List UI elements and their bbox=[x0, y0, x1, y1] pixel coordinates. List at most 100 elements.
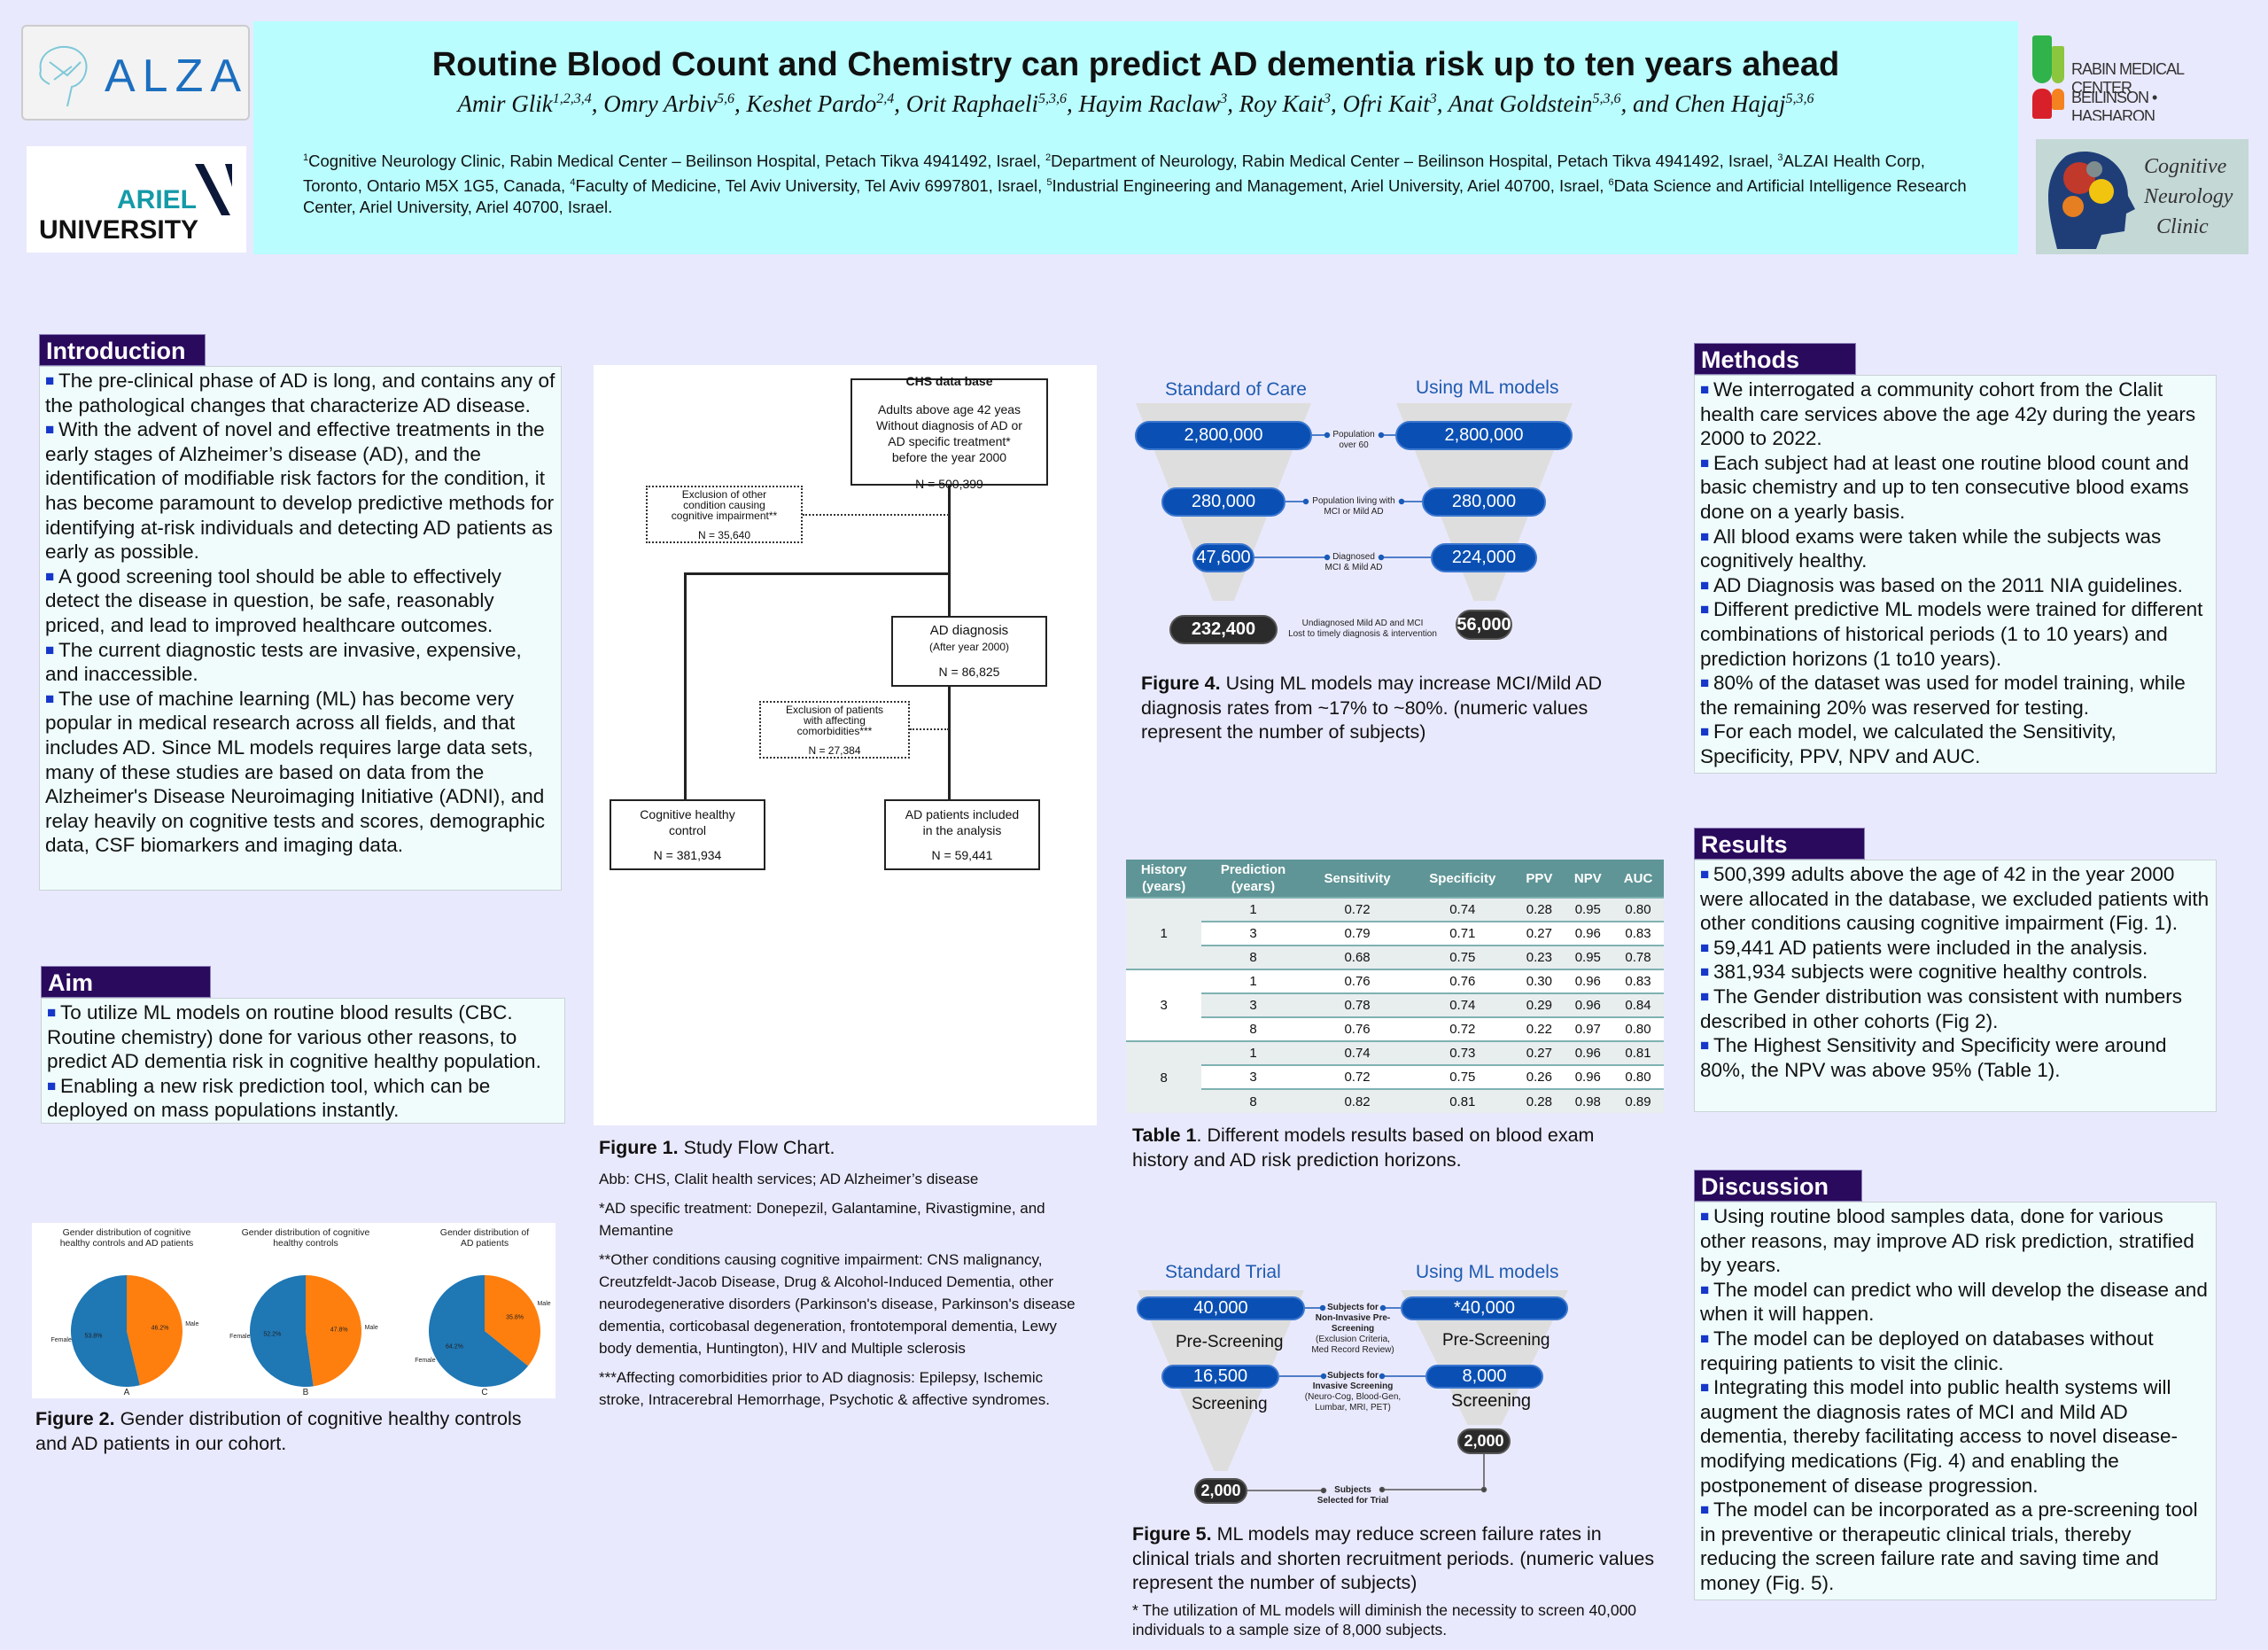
pie-percent-label: 46.2% bbox=[151, 1325, 169, 1331]
author-connector: and bbox=[1633, 90, 1669, 117]
chs-line: AD specific treatment* bbox=[888, 433, 1011, 448]
author-affiliation-sup: 5,6 bbox=[716, 91, 734, 106]
ariel-mark-icon bbox=[195, 164, 232, 215]
rabin-line1: RABIN MEDICAL CENTER bbox=[2071, 60, 2184, 97]
university-text: UNIVERSITY bbox=[39, 215, 199, 245]
addx-n: N = 86,825 bbox=[938, 665, 1000, 679]
discussion-bullet: The model can be incorporated as a pre-s… bbox=[1700, 1498, 2210, 1595]
table-cell: 0.75 bbox=[1410, 945, 1516, 969]
included-n: N = 59,441 bbox=[931, 848, 993, 862]
pie-percent-label: 64.2% bbox=[446, 1343, 463, 1350]
exclusion-comorbidities-box: Exclusion of patients with affecting com… bbox=[759, 701, 910, 759]
alzai-logo: ALZAI bbox=[21, 25, 250, 121]
soc-population-pill: 2,800,000 bbox=[1135, 421, 1312, 450]
column-header-line: NPV bbox=[1573, 870, 1602, 886]
table1-caption: Table 1. Different models results based … bbox=[1132, 1124, 1655, 1172]
exclusion-other-conditions-box: Exclusion of other condition causing cog… bbox=[646, 486, 803, 543]
figure1-flowchart: CHS data base Adults above age 42 yeas W… bbox=[594, 365, 1097, 1125]
flow-dotted-line bbox=[910, 728, 949, 730]
trial-ml-title: Using ML models bbox=[1416, 1262, 1559, 1282]
author-affiliation-sup: 5,3,6 bbox=[1592, 91, 1621, 106]
figure5-connectors bbox=[1247, 1304, 1487, 1494]
table-cell: 0.74 bbox=[1410, 897, 1516, 922]
table-cell: 0.96 bbox=[1563, 992, 1613, 1017]
discussion-heading: Discussion bbox=[1694, 1170, 1862, 1202]
table-cell: 0.76 bbox=[1410, 969, 1516, 993]
author-name: Anat Goldstein bbox=[1448, 90, 1593, 117]
pie-slice-male bbox=[127, 1275, 183, 1386]
author-name: Omry Arbiv bbox=[603, 90, 717, 117]
label-bold-line: Invasive Screening bbox=[1312, 1381, 1394, 1391]
history-cell: 1 bbox=[1126, 897, 1202, 969]
column-header: History(years) bbox=[1126, 860, 1202, 898]
pie-slice-name: Male bbox=[365, 1325, 378, 1331]
table-cell: 0.80 bbox=[1612, 897, 1664, 922]
column-header-line: (years) bbox=[1142, 879, 1186, 894]
pie-percent-label: 35.8% bbox=[506, 1315, 524, 1321]
flow-dotted-line bbox=[803, 514, 949, 516]
label-bold-line: Subjects for bbox=[1327, 1371, 1379, 1381]
table-cell: 0.27 bbox=[1515, 1040, 1564, 1065]
trial-screen-pill: 16,500 bbox=[1161, 1365, 1279, 1389]
author: Hayim Raclaw3 bbox=[1078, 90, 1239, 117]
soc-undiagnosed-pill: 232,400 bbox=[1169, 615, 1278, 644]
pie-slice-male bbox=[485, 1275, 541, 1366]
table-cell: 0.27 bbox=[1515, 921, 1564, 946]
brain-icon bbox=[39, 45, 88, 107]
table-cell: 0.95 bbox=[1563, 897, 1613, 922]
figure1-note: **Other conditions causing cognitive imp… bbox=[599, 1251, 1076, 1357]
author: Roy Kait3 bbox=[1239, 90, 1343, 117]
table-cell: 0.81 bbox=[1410, 1088, 1516, 1113]
pie-slice-name: Female bbox=[229, 1334, 250, 1340]
cognitive-neurology-clinic-logo: Cognitive Neurology Clinic bbox=[2036, 139, 2249, 254]
table-cell: 3 bbox=[1201, 921, 1305, 946]
trial-prescreen-pill: 40,000 bbox=[1137, 1296, 1305, 1320]
affiliation-number: 6 bbox=[1608, 177, 1614, 189]
ml-mci-pill: 280,000 bbox=[1422, 487, 1546, 517]
author: Ofri Kait3 bbox=[1342, 90, 1448, 117]
methods-bullet: Different predictive ML models were trai… bbox=[1700, 597, 2210, 671]
excl2-line: Exclusion of patients bbox=[785, 703, 884, 716]
pie-percent-label: 52.2% bbox=[263, 1332, 281, 1338]
figure1-note: *AD specific treatment: Donepezil, Galan… bbox=[599, 1200, 1045, 1239]
author-name: Roy Kait bbox=[1239, 90, 1324, 117]
head-gears-icon bbox=[2048, 152, 2135, 249]
results-bullet: 59,441 AD patients were included in the … bbox=[1700, 936, 2210, 961]
figure1-note: ***Affecting comorbidities prior to AD d… bbox=[599, 1369, 1050, 1408]
excl1-line: condition causing bbox=[683, 498, 765, 511]
pie-slice-name: Male bbox=[537, 1301, 550, 1307]
table-cell: 0.71 bbox=[1410, 921, 1516, 946]
methods-bullet: AD Diagnosis was based on the 2011 NIA g… bbox=[1700, 573, 2210, 598]
methods-bullet: 80% of the dataset was used for model tr… bbox=[1700, 671, 2210, 720]
addx-sub: (After year 2000) bbox=[928, 641, 1010, 653]
author: Anat Goldstein5,3,6 bbox=[1449, 90, 1633, 117]
author-affiliation-sup: 1,2,3,4 bbox=[552, 91, 592, 106]
figure1-caption-text: Study Flow Chart. bbox=[678, 1137, 835, 1158]
author-name: Chen Hajaj bbox=[1674, 90, 1786, 117]
rabin-leaf-orange bbox=[2052, 89, 2064, 110]
ml-screen-pill: 8,000 bbox=[1425, 1365, 1543, 1389]
pie-panel-label: A bbox=[124, 1388, 130, 1397]
figure4-caption: Figure 4. Using ML models may increase M… bbox=[1141, 672, 1655, 745]
column-header: PPV bbox=[1515, 860, 1564, 898]
author-name: Hayim Raclaw bbox=[1078, 90, 1221, 117]
pie-slice-female bbox=[429, 1275, 529, 1387]
results-bullet: The Highest Sensitivity and Specificity … bbox=[1700, 1033, 2210, 1082]
column-header-line: Sensitivity bbox=[1324, 870, 1391, 886]
rabin-leaf-red bbox=[2032, 89, 2052, 119]
table-cell: 1 bbox=[1201, 897, 1305, 922]
figure1-caption: Figure 1. Study Flow Chart. bbox=[599, 1136, 1095, 1161]
column-header: NPV bbox=[1563, 860, 1613, 898]
pie-percent-label: 47.8% bbox=[330, 1327, 348, 1333]
table-cell: 0.78 bbox=[1612, 945, 1664, 969]
poster-title: Routine Blood Count and Chemistry can pr… bbox=[431, 46, 1840, 83]
author: Keshet Pardo2,4 bbox=[746, 90, 905, 117]
ariel-text: ARIEL bbox=[117, 185, 197, 214]
